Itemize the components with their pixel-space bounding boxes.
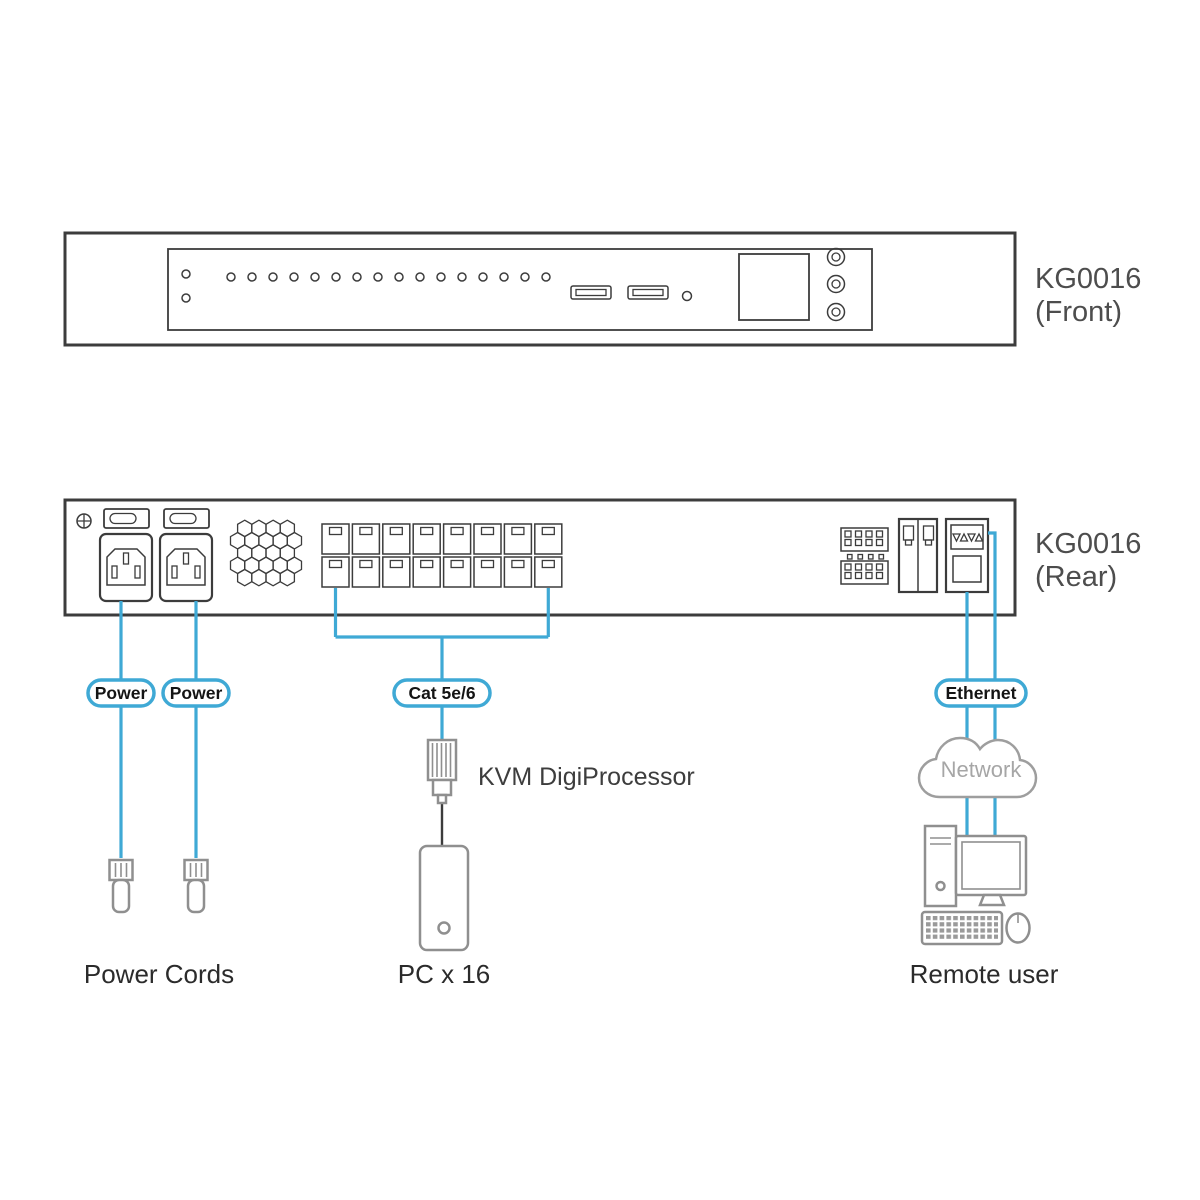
rj45-port bbox=[412, 556, 441, 588]
front-panel bbox=[63, 231, 1017, 347]
ethernet-cable-right bbox=[988, 531, 997, 836]
rj45-port bbox=[351, 523, 381, 555]
rj45-port bbox=[382, 523, 411, 555]
power-switch bbox=[103, 508, 150, 529]
rj45-port bbox=[534, 556, 563, 588]
lan-ports bbox=[897, 517, 939, 594]
network-label: Network bbox=[941, 757, 1023, 782]
network-cloud: Network bbox=[917, 736, 1038, 799]
rj45-port bbox=[351, 556, 381, 588]
rj45-port bbox=[442, 523, 472, 555]
pc-tower bbox=[418, 844, 470, 952]
grounding-terminal bbox=[76, 513, 92, 529]
remote-user-caption: Remote user bbox=[910, 959, 1059, 989]
power-tag-right: Power bbox=[161, 678, 231, 708]
front-panel-subtitle: (Front) bbox=[1035, 296, 1122, 328]
cable-tags: Power Power Cat 5e/6 Ethernet bbox=[86, 678, 1028, 708]
cat5-tag: Cat 5e/6 bbox=[392, 678, 492, 708]
pc-power-button bbox=[437, 921, 451, 935]
front-faceplate bbox=[167, 248, 873, 331]
power-plug bbox=[183, 858, 209, 914]
console-module bbox=[944, 517, 990, 594]
rj45-port bbox=[503, 556, 533, 588]
power-inlet bbox=[98, 532, 154, 603]
rj45-port-grid bbox=[321, 523, 563, 588]
power-cords-caption: Power Cords bbox=[84, 959, 234, 989]
reset-hole bbox=[681, 290, 693, 302]
usb-port bbox=[570, 285, 612, 300]
kvm-digiprocessor bbox=[426, 738, 458, 805]
rj45-port bbox=[321, 523, 350, 555]
rj45-port bbox=[503, 523, 533, 555]
power-tag-right-label: Power bbox=[170, 683, 223, 703]
power-switch bbox=[163, 508, 210, 529]
remote-keyboard bbox=[920, 910, 1004, 946]
remote-tower bbox=[923, 824, 958, 908]
front-panel-title: KG0016 bbox=[1035, 263, 1141, 295]
front-pushbuttons bbox=[826, 247, 846, 322]
power-plug bbox=[108, 858, 134, 914]
usb-port bbox=[627, 285, 669, 300]
rear-panel bbox=[63, 498, 1017, 617]
terminal-block bbox=[840, 527, 889, 585]
power-tag-left: Power bbox=[86, 678, 156, 708]
rear-panel-title: KG0016 bbox=[1035, 528, 1141, 560]
power-tag-left-label: Power bbox=[95, 683, 148, 703]
rj45-port bbox=[534, 523, 563, 555]
rj45-port bbox=[473, 523, 502, 555]
power-inlet bbox=[158, 532, 214, 603]
pc-count-caption: PC x 16 bbox=[398, 959, 491, 989]
rj45-port bbox=[412, 523, 441, 555]
rj45-port bbox=[473, 556, 502, 588]
lcd-display bbox=[738, 253, 810, 321]
rear-panel-subtitle: (Rear) bbox=[1035, 561, 1117, 593]
rj45-port bbox=[321, 556, 350, 588]
remote-monitor bbox=[954, 834, 1028, 907]
cat5-tag-label: Cat 5e/6 bbox=[408, 683, 475, 703]
rj45-port bbox=[442, 556, 472, 588]
ethernet-tag: Ethernet bbox=[934, 678, 1028, 708]
kvm-digiprocessor-label: KVM DigiProcessor bbox=[478, 763, 695, 791]
remote-mouse bbox=[1005, 912, 1031, 944]
ethernet-tag-label: Ethernet bbox=[946, 683, 1017, 703]
rj45-port bbox=[382, 556, 411, 588]
front-led-indicators bbox=[181, 269, 551, 303]
remote-computer bbox=[920, 824, 1031, 946]
